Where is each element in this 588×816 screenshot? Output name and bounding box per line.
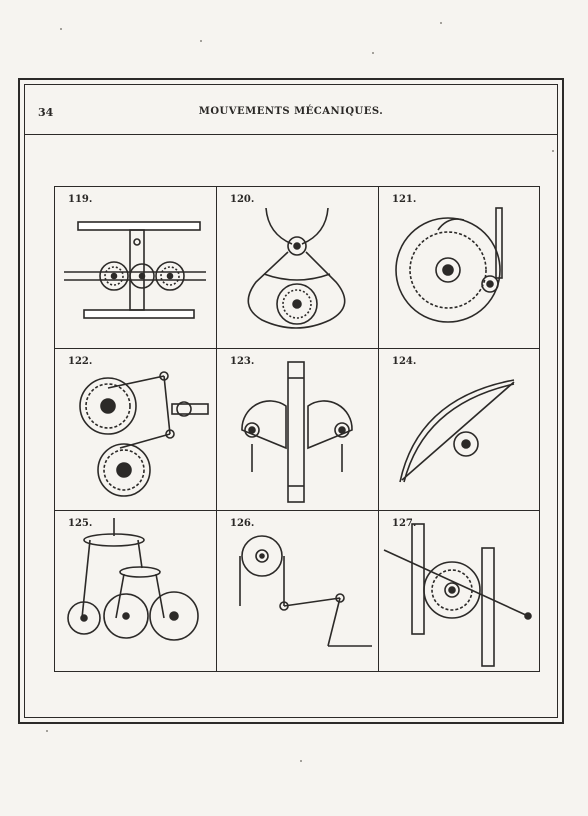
figure-label: 124. (392, 356, 417, 367)
figure-cell-126: 126. (216, 510, 378, 672)
figure-plate: 119. 120. (54, 186, 540, 672)
running-title: MOUVEMENTS MÉCANIQUES. (198, 106, 384, 117)
figure-label: 121. (392, 194, 417, 205)
crescent-tongs-gear-icon (247, 207, 346, 329)
figure-label: 127. (392, 518, 417, 529)
figure-cell-122: 122. (54, 348, 216, 510)
triple-gear-linkage-icon (67, 518, 199, 641)
linked-gear-train-icon (79, 371, 209, 497)
double-rack-pinion-icon (383, 523, 532, 667)
page-number: 34 (38, 106, 54, 119)
figure-cell-121: 121. (378, 186, 540, 348)
grid-line-left (54, 186, 55, 672)
page-frame-inner (24, 84, 558, 718)
figure-label: 119. (68, 194, 93, 205)
grid-line-v2 (378, 186, 379, 672)
page-frame-outer (18, 78, 564, 724)
rack-and-pinion-gears-icon (64, 221, 206, 319)
figure-cell-125: 125. (54, 510, 216, 672)
grid-line-v1 (216, 186, 217, 672)
grid-line-h1 (54, 348, 540, 349)
header-rule (24, 134, 558, 135)
figure-label: 126. (230, 518, 255, 529)
grid-line-bottom (54, 671, 540, 672)
figure-label: 123. (230, 356, 255, 367)
page-header: 34 MOUVEMENTS MÉCANIQUES. (24, 96, 558, 136)
figure-label: 120. (230, 194, 255, 205)
bow-drill-pulley-icon (399, 379, 515, 483)
figure-cell-119: 119. (54, 186, 216, 348)
double-rack-sectors-icon (241, 361, 353, 503)
pulley-crank-icon (239, 535, 372, 647)
grid-line-top (54, 186, 540, 187)
figure-cell-123: 123. (216, 348, 378, 510)
grid-line-right (539, 186, 540, 672)
figure-cell-127: 127. (378, 510, 540, 672)
figure-cell-124: 124. (378, 348, 540, 510)
figure-label: 122. (68, 356, 93, 367)
internal-gear-ring-icon (395, 207, 503, 323)
grid-line-h2 (54, 510, 540, 511)
figure-label: 125. (68, 518, 93, 529)
figure-cell-120: 120. (216, 186, 378, 348)
